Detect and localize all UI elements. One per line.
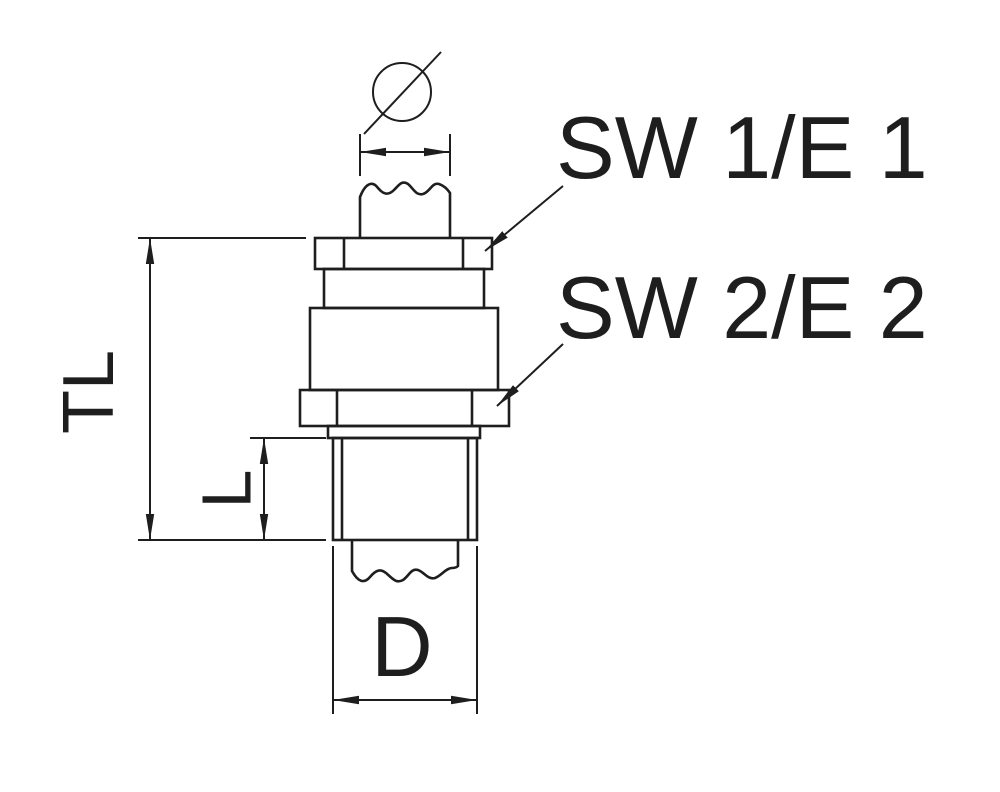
label-sw2: SW 2/E 2 bbox=[556, 258, 928, 357]
diameter-slash bbox=[363, 51, 442, 135]
cable-lower bbox=[350, 540, 460, 583]
label-d: D bbox=[371, 600, 432, 695]
neck-ring bbox=[326, 424, 482, 440]
upper-body bbox=[322, 267, 486, 310]
leader-line-sw2 bbox=[496, 343, 564, 407]
thread-section bbox=[331, 436, 479, 542]
lower-nut bbox=[298, 388, 511, 428]
dim-thread-diameter: D bbox=[332, 546, 478, 714]
label-sw1: SW 1/E 1 bbox=[556, 98, 928, 197]
top-nut bbox=[313, 236, 494, 271]
cable-lower-outline bbox=[350, 540, 460, 583]
middle-body bbox=[308, 306, 500, 392]
dim-cable-diameter bbox=[359, 134, 451, 176]
dim-total-length: TL bbox=[49, 237, 326, 541]
cable-upper-outline bbox=[358, 181, 452, 238]
diameter-circle bbox=[372, 62, 432, 122]
callout-sw1: SW 1/E 1 bbox=[484, 98, 928, 252]
leader-line-sw1 bbox=[484, 185, 564, 252]
label-l: L bbox=[188, 470, 266, 509]
cable-diameter-symbol-icon bbox=[363, 51, 442, 135]
label-tl: TL bbox=[49, 350, 129, 434]
callout-sw2: SW 2/E 2 bbox=[496, 258, 928, 407]
gland-body bbox=[298, 236, 511, 542]
dim-thread-length: L bbox=[188, 437, 326, 540]
cable-upper bbox=[358, 181, 452, 238]
